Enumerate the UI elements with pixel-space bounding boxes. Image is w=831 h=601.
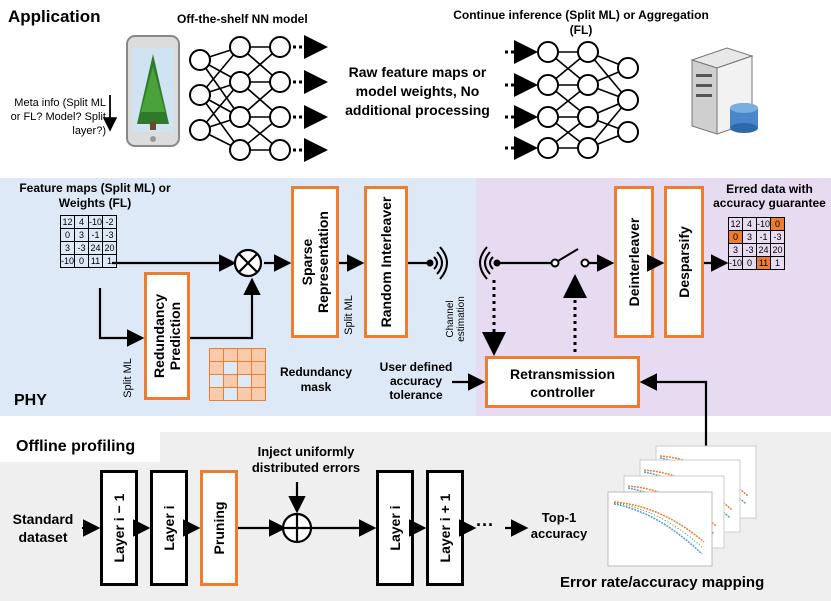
- random-interleaver-block: Random Interleaver: [364, 186, 408, 338]
- pruning-block: Pruning: [200, 470, 238, 586]
- error-rate-plots: [607, 445, 768, 568]
- erred-data-label: Erred data with accuracy guarantee: [713, 182, 826, 210]
- output-grid-cell: 12: [727, 217, 744, 231]
- feature-maps-label: Feature maps (Split ML) or Weights (FL): [19, 181, 171, 210]
- input-grid-cell: -10: [59, 254, 76, 268]
- wifi-rx-icon: [479, 246, 501, 280]
- add-icon: [281, 512, 313, 544]
- desparsify-block: Desparsify: [664, 186, 704, 338]
- raw-feature-text: Raw feature maps or model weights, No ad…: [345, 64, 490, 118]
- switch-icon: [550, 248, 590, 268]
- retransmission-controller-label: Retransmission controller: [509, 366, 616, 400]
- error-rate-mapping-label: Error rate/accuracy mapping: [560, 574, 765, 591]
- standard-dataset-label: Standard dataset: [12, 511, 74, 545]
- offline-title-tab: [0, 432, 160, 462]
- input-grid-cell: -2: [102, 215, 118, 229]
- phy-label: PHY: [14, 392, 47, 409]
- offline-title: Offline profiling: [16, 438, 136, 455]
- mask-cell: [251, 361, 266, 375]
- redundancy-prediction-block: Redundancy Prediction: [144, 272, 190, 400]
- output-grid-cell: 1: [770, 256, 786, 270]
- top1-accuracy-label: Top-1 accuracy: [530, 510, 588, 541]
- server-icon: [682, 42, 762, 137]
- output-grid-cell: 20: [770, 243, 786, 257]
- layer-i-plus-1-block: Layer i + 1: [426, 470, 464, 586]
- multiply-icon: [233, 248, 263, 278]
- input-grid-cell: 1: [102, 254, 118, 268]
- smartphone-icon: [125, 34, 181, 148]
- layer-i-block: Layer i: [150, 470, 188, 586]
- meta-info-text: Meta info (Split ML or FL? Model? Split …: [10, 97, 106, 137]
- output-grid-cell: -10: [727, 256, 744, 270]
- nn-model-label: Off-the-shelf NN model: [177, 12, 308, 26]
- input-grid-cell: 24: [88, 241, 104, 255]
- redundancy-mask-label: Redundancy mask: [279, 365, 352, 394]
- sparse-representation-block: Sparse Representation: [291, 186, 339, 338]
- input-grid-cell: 11: [88, 254, 104, 268]
- inject-errors-label: Inject uniformly distributed errors: [251, 444, 361, 475]
- continue-label: Continue inference (Split ML) or Aggrega…: [453, 8, 709, 37]
- mask-cell: [251, 387, 266, 401]
- user-tolerance-label: User defined accuracy tolerance: [379, 360, 453, 402]
- output-grid-cell: 11: [756, 256, 772, 270]
- retransmission-controller-block: Retransmission controller: [485, 356, 640, 408]
- mask-row: [209, 387, 266, 401]
- ellipsis: ···: [476, 515, 494, 535]
- redundancy-mask-grid: [209, 348, 266, 401]
- mask-cell: [237, 387, 252, 401]
- application-title: Application: [8, 7, 101, 26]
- output-grid-cell: 0: [727, 230, 744, 244]
- wifi-tx-icon: [426, 246, 448, 280]
